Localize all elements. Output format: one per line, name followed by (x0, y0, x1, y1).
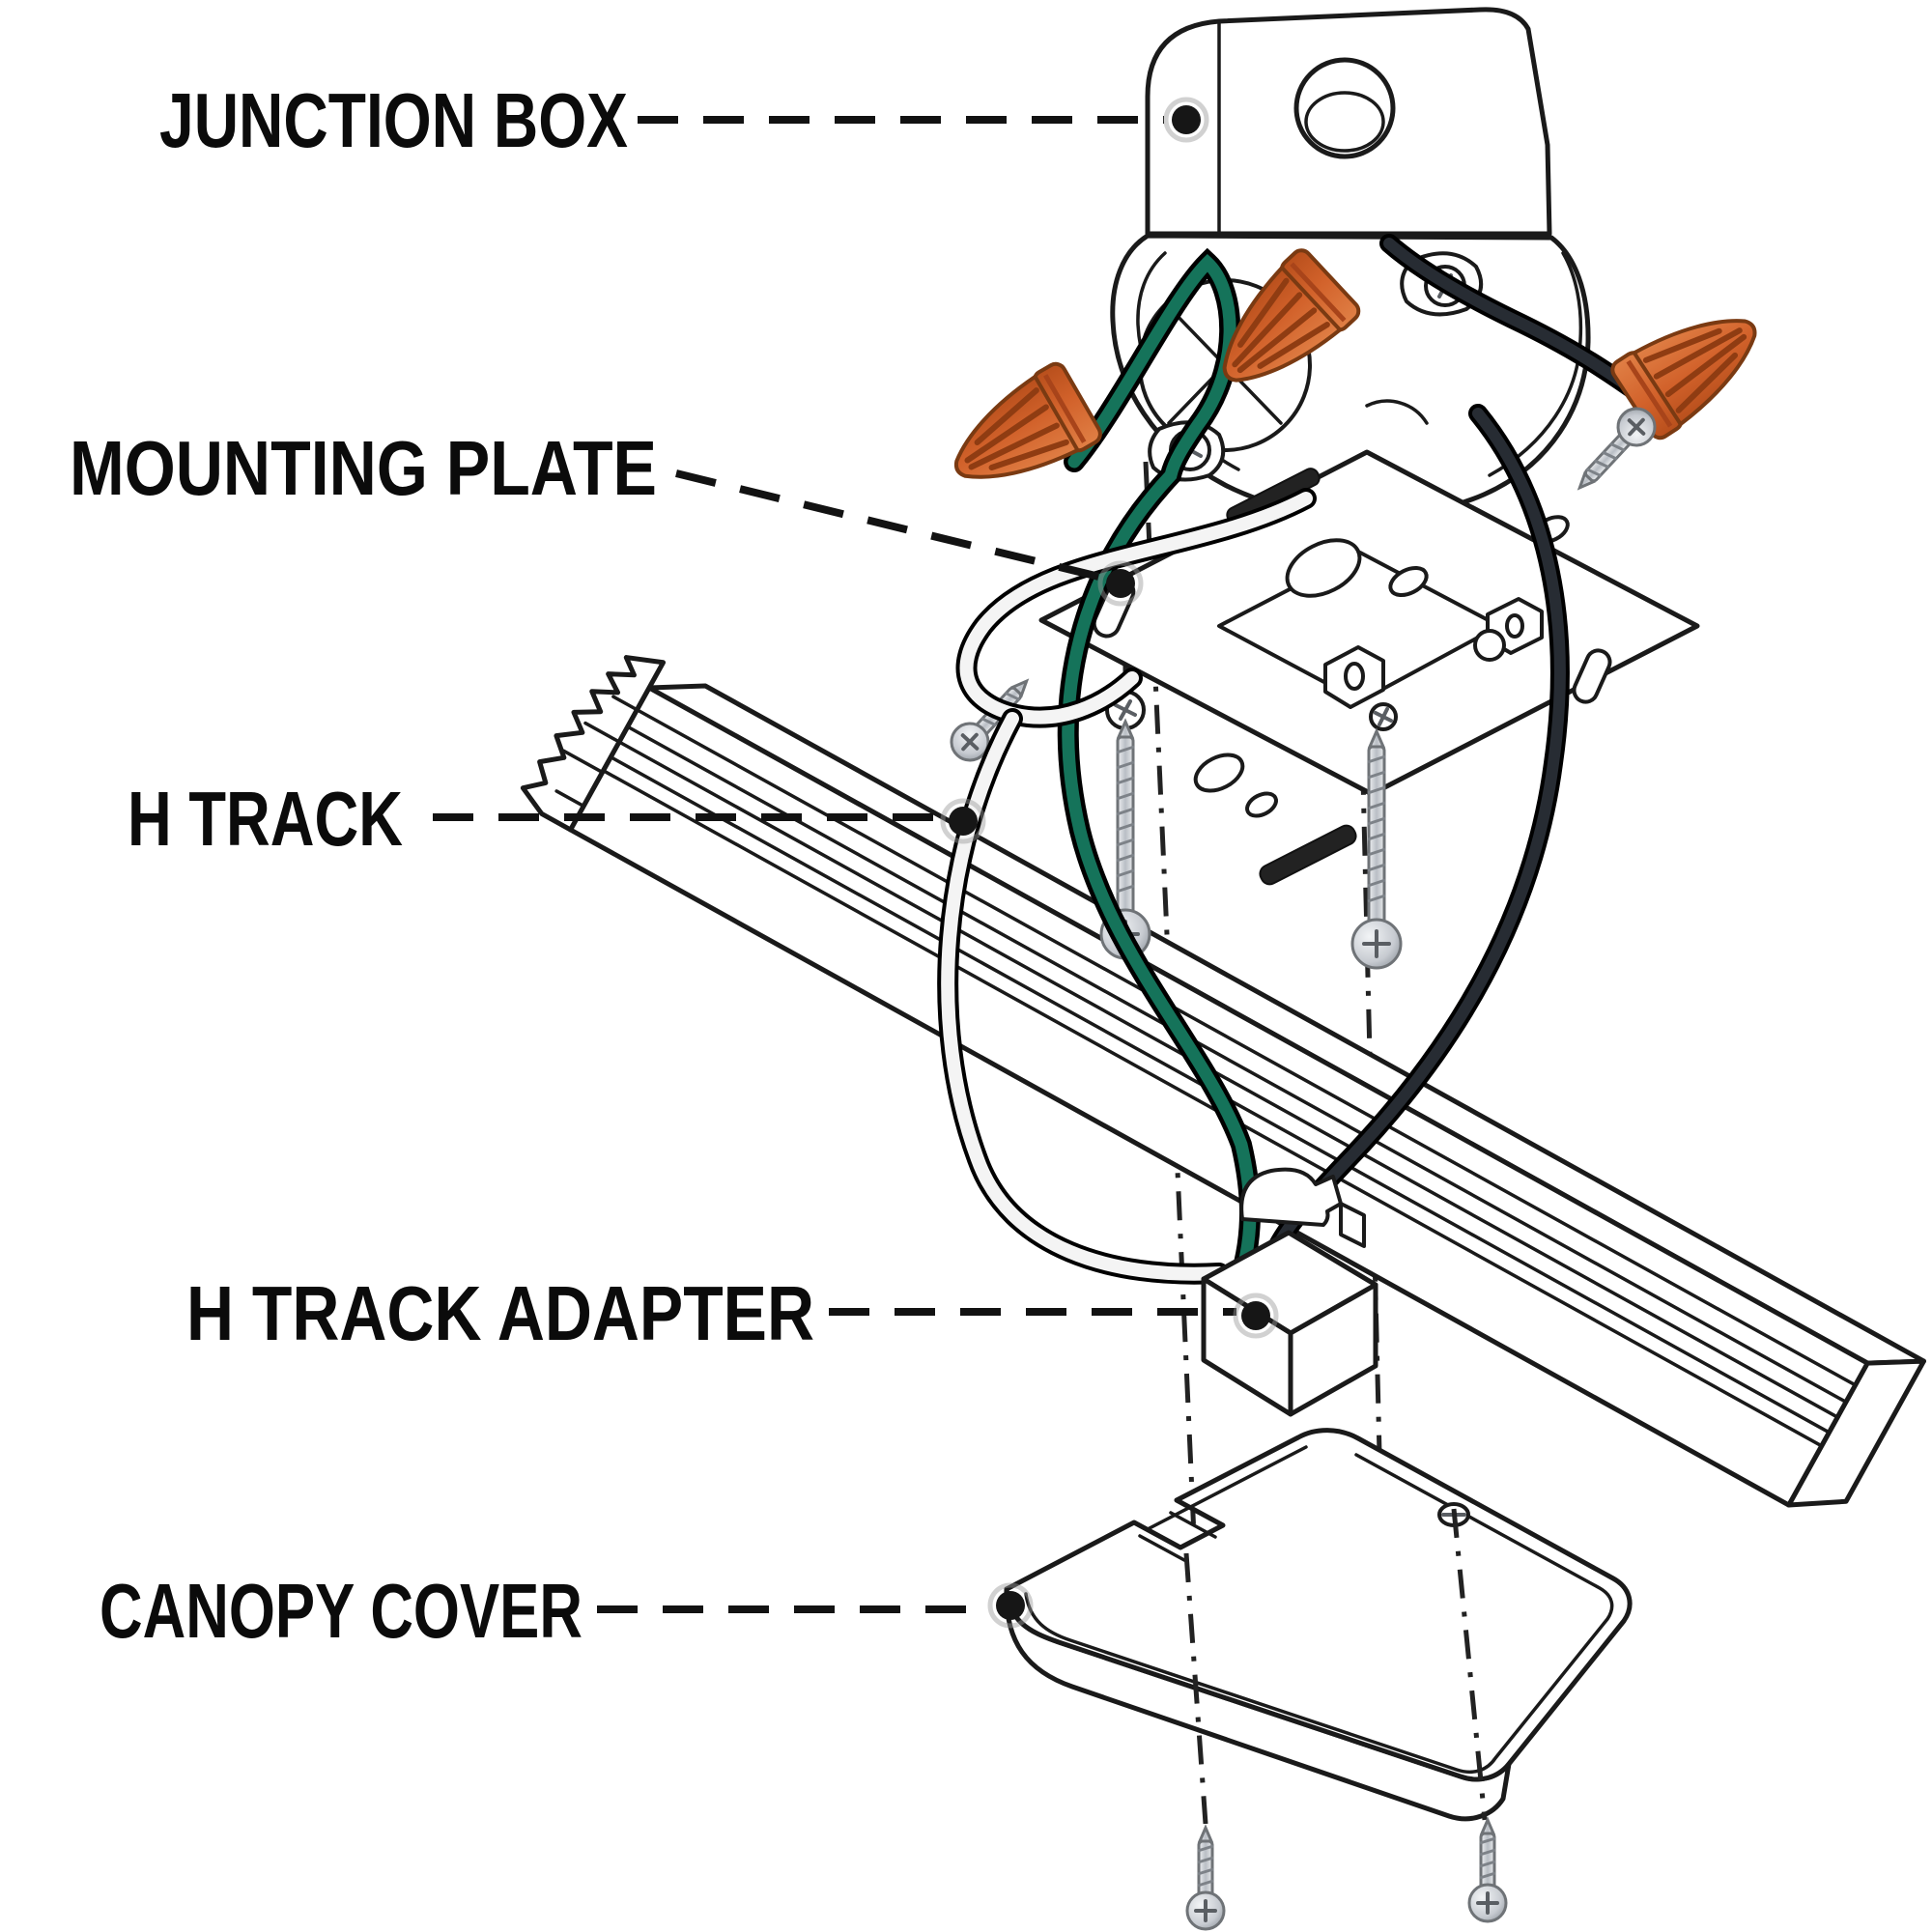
wire-nut-left-icon (935, 360, 1103, 509)
label-h-track-adapter: H TRACK ADAPTER (186, 1270, 814, 1356)
label-junction-box: JUNCTION BOX (159, 77, 628, 163)
guide-canopy-right (1451, 1508, 1488, 1821)
label-canopy-cover: CANOPY COVER (99, 1568, 582, 1654)
labels: JUNCTION BOX MOUNTING PLATE H TRACK H TR… (70, 77, 1276, 1654)
canopy-notch-detail (1138, 1445, 1308, 1562)
dot-canopy-cover (990, 1585, 1031, 1626)
canopy-screw-right (1467, 1818, 1508, 1923)
canopy-screw-left (1185, 1826, 1226, 1931)
dot-h-track-adapter (1236, 1295, 1276, 1336)
leader-mounting-plate (675, 469, 1104, 582)
small-screw-right (1564, 399, 1664, 502)
adapter-connector (1239, 1167, 1343, 1227)
h-track-adapter-art (1201, 1167, 1378, 1417)
dot-mounting-plate (1100, 563, 1141, 604)
hot-wire-to-nut (1383, 238, 1648, 402)
neutral-wire-loop (959, 492, 1313, 724)
label-mounting-plate: MOUNTING PLATE (70, 425, 657, 511)
label-h-track: H TRACK (128, 776, 403, 862)
adapter-front-right (1288, 1282, 1378, 1417)
adapter-latch (1339, 1202, 1366, 1248)
guide-line-left (1143, 461, 1197, 1537)
dot-h-track (943, 801, 983, 841)
neutral-wire (941, 712, 1226, 1281)
guide-canopy-left (1183, 1552, 1208, 1825)
mounting-plate-holes (1092, 468, 1612, 886)
dot-junction-box (1166, 99, 1207, 140)
junction-box-top-hole (1293, 57, 1396, 159)
h-track-broken-end (520, 655, 667, 833)
canopy-top-face (1004, 1428, 1633, 1782)
mounting-plate-tab-left (1323, 645, 1385, 709)
canopy-cover-art (1004, 1428, 1633, 1822)
knockout-partial (1365, 399, 1429, 425)
